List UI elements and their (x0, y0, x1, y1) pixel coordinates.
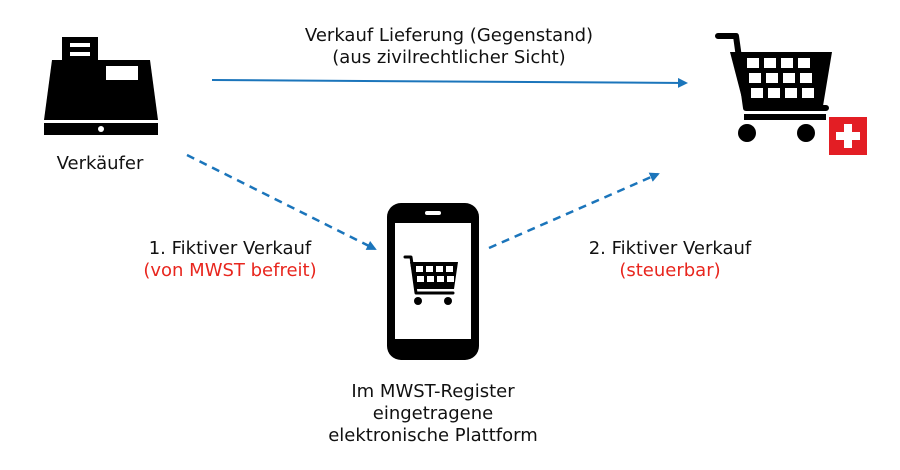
top-arrow-label: Verkauf Lieferung (Gegenstand) (aus zivi… (249, 25, 649, 69)
arrow-seller-to-platform (186, 153, 377, 251)
sale2-title: 2. Fiktiver Verkauf (588, 238, 752, 259)
sale1-note: (von MWST befreit) (143, 260, 317, 281)
platform-label-line3: elektronische Plattform (328, 425, 538, 446)
platform-label-line1: Im MWST-Register (351, 381, 515, 402)
swiss-flag-icon (829, 117, 867, 155)
sale2-note: (steuerbar) (619, 260, 721, 281)
sale1-label: 1. Fiktiver Verkauf (von MWST befreit) (120, 238, 340, 282)
seller-label: Verkäufer (56, 153, 144, 174)
platform-label-line2: eingetragene (372, 403, 494, 424)
arrow-seller-to-buyer (211, 77, 688, 88)
platform-label: Im MWST-Register eingetragene elektronis… (303, 381, 563, 447)
shopping-cart-icon (715, 33, 832, 142)
smartphone-cart-icon (387, 203, 479, 360)
cash-register-icon (44, 37, 158, 135)
sale1-title: 1. Fiktiver Verkauf (148, 238, 312, 259)
top-arrow-label-line2: (aus zivilrechtlicher Sicht) (332, 47, 566, 68)
top-arrow-label-line1: Verkauf Lieferung (Gegenstand) (304, 25, 594, 46)
arrow-platform-to-buyer (488, 172, 660, 250)
sale2-label: 2. Fiktiver Verkauf (steuerbar) (560, 238, 780, 282)
